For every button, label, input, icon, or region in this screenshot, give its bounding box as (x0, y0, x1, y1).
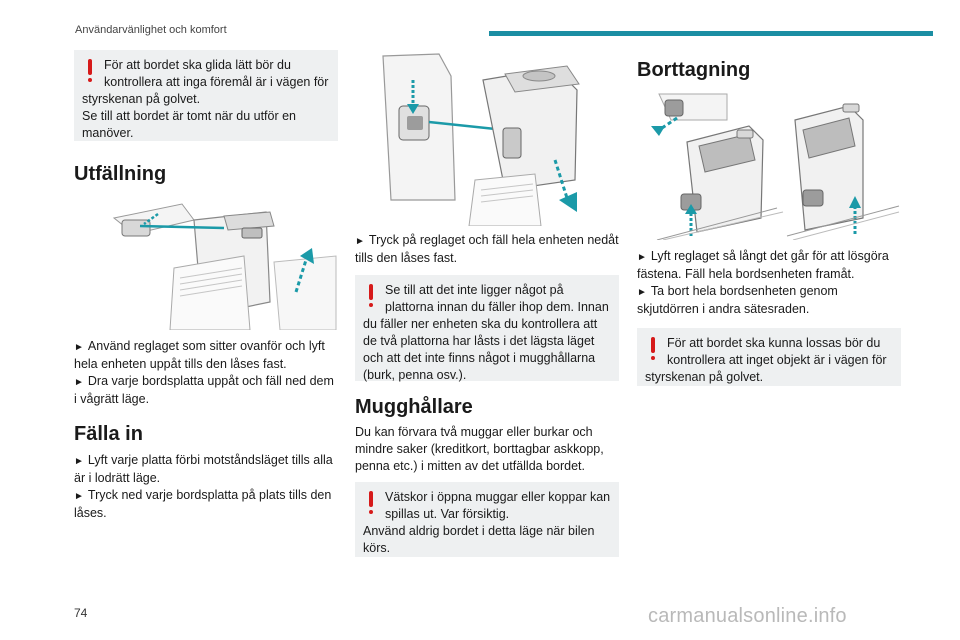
paragraph-text: Lyft reglaget så långt det går för att l… (637, 249, 889, 281)
watermark: carmanualsonline.info (648, 605, 847, 627)
paragraph-text: Använd reglaget som sitter ovanför och l… (74, 339, 325, 371)
paragraph-unfold-2: ►Dra varje bordsplatta uppåt och fäll ne… (74, 373, 338, 408)
warning-box-plates: Se till att det inte ligger något på pla… (355, 275, 619, 382)
illustration-removal (637, 90, 901, 240)
paragraph-text: Tryck på reglaget och fäll hela enheten … (355, 233, 619, 265)
paragraph-cupholder: Du kan förvara två muggar eller burkar o… (355, 425, 604, 473)
warning-text-rest: styrskenan på golvet. (645, 370, 764, 384)
bullet-arrow: ► (74, 456, 84, 467)
warning-text-first: Vätskor i öppna muggar eller koppar kan … (385, 490, 611, 521)
warning-box-liquids: Vätskor i öppna muggar eller koppar kan … (355, 482, 619, 557)
column-right: Borttagning ►Lyft reglaget så långt det … (637, 50, 901, 386)
warning-text-rest: Använd aldrig bordet i detta läge när bi… (363, 524, 595, 555)
page-number: 74 (74, 606, 88, 620)
warning-icon (369, 284, 373, 307)
bullet-arrow: ► (74, 342, 84, 353)
column-middle: ►Tryck på reglaget och fäll hela enheten… (355, 50, 619, 557)
warning-text-first: Se till att det inte ligger något på pla… (385, 283, 609, 314)
bullet-arrow: ► (637, 252, 647, 263)
illustration-fold-down (355, 50, 619, 226)
paragraph-unfold-1: ►Använd reglaget som sitter ovanför och … (74, 338, 338, 373)
warning-text-rest1: styrskenan på golvet. (82, 92, 201, 106)
warning-icon (369, 491, 373, 514)
bullet-arrow: ► (355, 236, 365, 247)
warning-box-rail: För att bordet ska glida lätt bör du kon… (74, 50, 338, 141)
paragraph-text: Tryck ned varje bordsplatta på plats til… (74, 488, 332, 520)
warning-text-first: För att bordet ska glida lätt bör du kon… (104, 58, 329, 89)
warning-text-rest2: Se till att bordet är tomt när du utför … (82, 109, 297, 140)
heading-utfallning: Utfällning (74, 163, 167, 185)
bullet-arrow: ► (74, 377, 84, 388)
warning-icon (88, 59, 92, 82)
heading-borttagning: Borttagning (637, 59, 751, 81)
paragraph-text: Lyft varje platta förbi motståndsläget t… (74, 453, 333, 485)
warning-text-rest: du fäller ner enheten ska du kontrollera… (363, 317, 598, 382)
header-accent-bar (489, 31, 933, 36)
warning-icon (651, 337, 655, 360)
heading-mugghallare: Mugghållare (355, 396, 473, 418)
warning-box-removal: För att bordet ska kunna lossas bör du k… (637, 328, 901, 386)
column-left: För att bordet ska glida lätt bör du kon… (74, 50, 338, 522)
paragraph-fold-2: ►Tryck ned varje bordsplatta på plats ti… (74, 487, 338, 522)
paragraph-fold-1: ►Lyft varje platta förbi motståndsläget … (74, 452, 338, 487)
illustration-unfold (74, 198, 338, 330)
bullet-arrow: ► (637, 287, 647, 298)
paragraph-removal-1: ►Lyft reglaget så långt det går för att … (637, 248, 901, 283)
paragraph-fold-down: ►Tryck på reglaget och fäll hela enheten… (355, 232, 619, 267)
heading-falla-in: Fälla in (74, 423, 143, 445)
warning-text-first: För att bordet ska kunna lossas bör du k… (667, 336, 887, 367)
bullet-arrow: ► (74, 491, 84, 502)
paragraph-text: Dra varje bordsplatta uppåt och fäll ned… (74, 374, 334, 406)
paragraph-removal-2: ►Ta bort hela bordsenheten genom skjutdö… (637, 283, 901, 318)
page-header-title: Användarvänlighet och komfort (75, 24, 227, 36)
paragraph-text: Ta bort hela bordsenheten genom skjutdör… (637, 284, 838, 316)
